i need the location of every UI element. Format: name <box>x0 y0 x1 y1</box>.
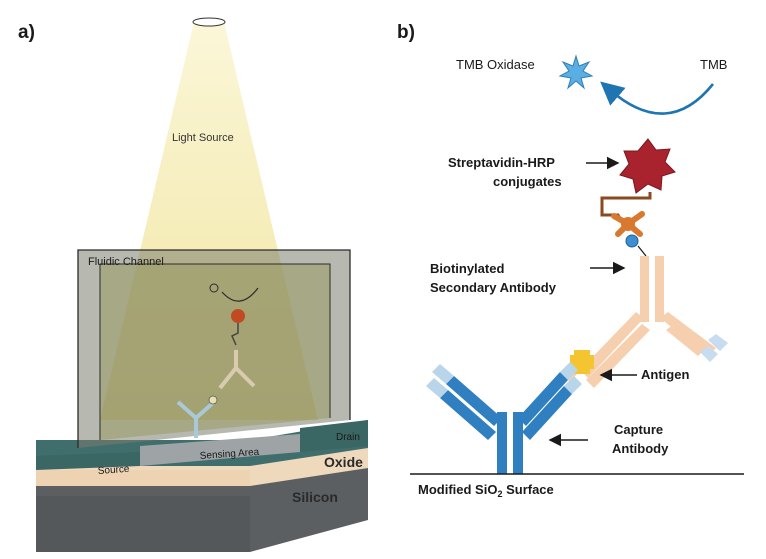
panel-b: b) TMB Oxidase TMB Streptavidin-HRP conj… <box>397 22 744 499</box>
hrp-star-icon <box>619 138 676 194</box>
capture-label-line1: Capture <box>614 422 663 437</box>
channel-outline <box>77 249 351 448</box>
chip-substrate: Silicon Oxide Source Sensing Area Drain <box>36 420 368 552</box>
silicon-label: Silicon <box>292 489 338 505</box>
oxide-front <box>36 470 250 486</box>
surface-label-prefix: Modified SiO <box>418 482 497 497</box>
source-label: Source <box>97 464 130 477</box>
tmb-label: TMB <box>700 57 727 72</box>
channel-inner-outline <box>99 263 331 440</box>
tmb-oxidase-star-icon <box>558 54 594 90</box>
channel-inner <box>100 264 330 440</box>
antigen-label: Antigen <box>641 367 689 382</box>
mini-capture-antibody <box>176 400 216 438</box>
streptavidin-icon <box>611 211 645 237</box>
fluidic-channel-label: Fluidic Channel <box>88 256 164 268</box>
surface-label: Modified SiO2 Surface <box>418 482 554 499</box>
tmb-conversion-arrow <box>600 81 715 115</box>
panel-b-letter: b) <box>397 22 415 43</box>
streptavidin-label-line2: conjugates <box>493 174 562 189</box>
drain-contact <box>300 420 368 452</box>
mini-secondary-antibody <box>218 350 256 390</box>
biotinylated-label-line1: Biotinylated <box>430 261 504 276</box>
capture-label-line2: Antibody <box>612 441 669 456</box>
mini-antigen <box>208 395 218 405</box>
biotin-icon <box>625 234 639 248</box>
biotin-stem <box>637 245 647 257</box>
capture-antibody <box>426 362 582 474</box>
silicon-front <box>36 496 250 552</box>
panel-a: a) Light Source Silicon Oxide Source Sen… <box>18 17 368 552</box>
light-source-aperture <box>192 17 226 27</box>
oxide-label: Oxide <box>324 454 363 470</box>
panel-a-letter: a) <box>18 22 35 43</box>
sensing-area-label: Sensing Area <box>199 447 260 462</box>
sensing-area <box>140 434 300 466</box>
antigen-icon <box>570 350 594 374</box>
mini-tmb-star <box>209 283 219 293</box>
tmb-oxidase-label: TMB Oxidase <box>456 57 535 72</box>
biotinylated-label-line2: Secondary Antibody <box>430 280 557 295</box>
mini-tmb-arrow <box>221 287 259 302</box>
fluidic-channel: Fluidic Channel <box>77 249 351 448</box>
mini-linker <box>231 323 239 346</box>
mini-assay <box>176 283 259 438</box>
streptavidin-label-line1: Streptavidin-HRP <box>448 155 555 170</box>
light-source-label: Light Source <box>172 132 234 144</box>
mini-hrp <box>231 309 245 323</box>
surface-label-subscript: 2 <box>497 489 502 499</box>
drain-label: Drain <box>336 432 360 443</box>
source-contact <box>36 452 140 470</box>
surface-label-suffix: Surface <box>502 482 553 497</box>
